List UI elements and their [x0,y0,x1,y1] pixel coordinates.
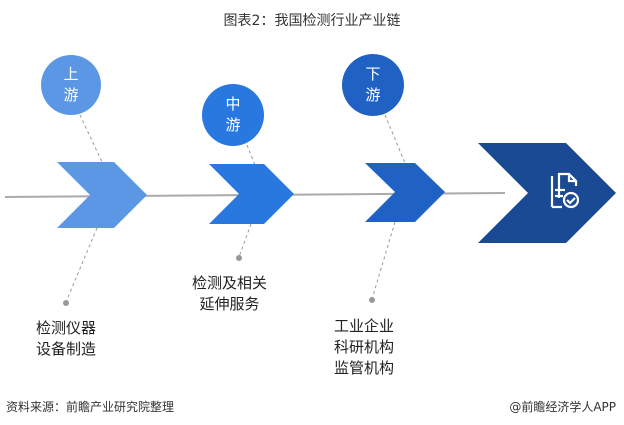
stage-label-line: 游 [225,116,241,134]
stage-label-line: 中 [225,95,241,113]
chevron-midstream [209,164,294,224]
dot-upstream [63,300,69,306]
connector-midstream-top [246,144,256,166]
stage-label-downstream: 下 游 [353,64,393,106]
chevron-downstream [365,163,445,222]
description-line: 监管机构 [334,359,395,377]
circle-midstream [202,84,264,146]
circle-downstream [342,54,404,116]
circle-upstream [41,55,101,115]
description-line: 检测仪器 [36,319,97,337]
connector-downstream-top [384,114,406,164]
source-note: 资料来源：前瞻产业研究院整理 [6,400,175,414]
dot-downstream [369,297,375,303]
description-line: 延伸服务 [199,295,260,313]
stage-label-line: 游 [63,86,79,104]
connector-midstream-bottom [238,223,252,258]
connector-upstream-bottom [65,227,98,303]
stage-label-midstream: 中 游 [213,94,253,136]
brand-credit: @前瞻经济学人APP [509,400,616,414]
chevron-upstream [57,162,147,228]
stage-label-upstream: 上 游 [51,64,91,106]
document-check-icon [550,172,580,209]
chevron-final [478,143,616,243]
stage-label-line: 下 [365,65,381,83]
description-line: 科研机构 [334,338,395,356]
description-line: 设备制造 [36,340,97,358]
connector-downstream-bottom [371,221,396,300]
stage-label-line: 游 [365,86,381,104]
dot-midstream [236,255,242,261]
downstream-description: 工业企业 科研机构 监管机构 [334,316,394,379]
description-line: 工业企业 [334,317,395,335]
chart-title: 图表2：我国检测行业产业链 [223,13,401,29]
description-line: 检测及相关 [192,274,268,292]
connector-upstream-top [79,114,103,163]
upstream-description: 检测仪器 设备制造 [36,318,96,360]
midstream-description: 检测及相关 延伸服务 [192,273,267,315]
stage-label-line: 上 [63,65,79,83]
